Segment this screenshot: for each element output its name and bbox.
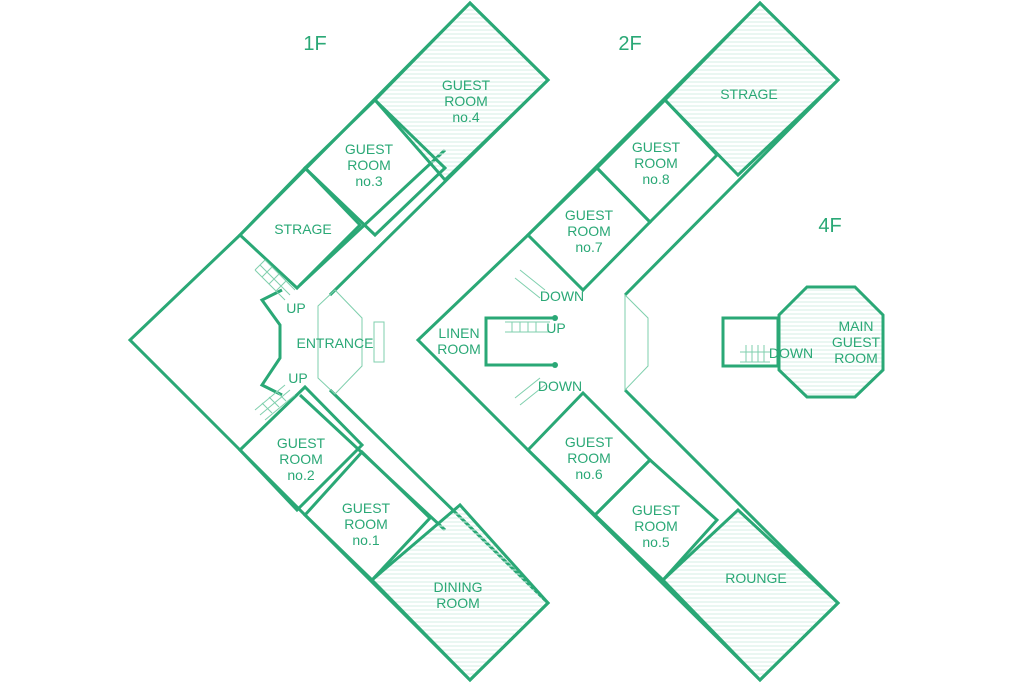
room-main-guest[interactable] (777, 285, 885, 399)
floor-1f: 1F UP UP ENTRANCE GUEST ROOM no.4 (127, 0, 551, 683)
room-guest5[interactable] (592, 457, 720, 583)
svg-text:LINEN: LINEN (438, 325, 479, 341)
svg-text:no.3: no.3 (355, 173, 382, 189)
svg-text:no.8: no.8 (642, 171, 669, 187)
floor-4f: 4F DOWN MAIN GUEST ROOM (721, 215, 885, 399)
svg-text:GUEST: GUEST (342, 500, 391, 516)
svg-text:ROOM: ROOM (634, 155, 678, 171)
svg-text:GUEST: GUEST (442, 77, 491, 93)
svg-text:no.4: no.4 (452, 109, 479, 125)
room-guest4-1f[interactable] (372, 0, 551, 183)
floor-label-1f: 1F (303, 33, 326, 55)
svg-text:GUEST: GUEST (565, 434, 614, 450)
stairs-up-top-1f (254, 259, 296, 301)
svg-text:no.5: no.5 (642, 534, 669, 550)
svg-text:no.1: no.1 (352, 532, 379, 548)
svg-text:MAIN: MAIN (839, 318, 874, 334)
svg-text:GUEST: GUEST (277, 435, 326, 451)
up-label-2f: UP (546, 320, 565, 336)
room-dining-1f[interactable] (369, 502, 551, 683)
svg-text:ROOM: ROOM (347, 157, 391, 173)
svg-text:ROOM: ROOM (834, 350, 878, 366)
room-guest2-1f[interactable] (237, 384, 365, 513)
label-guest6: GUEST ROOM no.6 (565, 434, 614, 482)
svg-text:ROOM: ROOM (436, 595, 480, 611)
down-label-top-2f: DOWN (540, 288, 584, 304)
room-guest7[interactable] (525, 165, 653, 293)
svg-text:GUEST: GUEST (832, 334, 881, 350)
entrance-hall (317, 289, 363, 395)
svg-text:no.6: no.6 (575, 466, 602, 482)
room-guest1-1f[interactable] (302, 449, 433, 583)
label-entrance: ENTRANCE (296, 335, 373, 351)
label-linen: LINEN ROOM (437, 325, 481, 357)
stairs-4f (740, 345, 770, 363)
svg-text:DINING: DINING (434, 579, 483, 595)
svg-text:ROOM: ROOM (279, 451, 323, 467)
down-label-4f: DOWN (769, 345, 813, 361)
svg-text:ROOM: ROOM (437, 341, 481, 357)
wall-outer-2f (415, 233, 841, 683)
svg-text:ROOM: ROOM (344, 516, 388, 532)
svg-text:ROOM: ROOM (444, 93, 488, 109)
entrance-porch (373, 321, 385, 363)
label-guest8: GUEST ROOM no.8 (632, 139, 681, 187)
room-guest3-1f[interactable] (302, 97, 448, 238)
floor-2f: 2F DOWN UP DOWN STRAGE GUEST ROOM no.8 G… (415, 0, 841, 683)
label-main-guest: MAIN GUEST ROOM (832, 318, 881, 366)
floor-label-4f: 4F (818, 215, 841, 237)
label-guest1: GUEST ROOM no.1 (342, 500, 391, 548)
stair-hall-2f (624, 293, 649, 392)
floor-label-2f: 2F (618, 33, 641, 55)
svg-text:no.2: no.2 (287, 467, 314, 483)
label-guest7: GUEST ROOM no.7 (565, 207, 614, 255)
svg-text:ROOM: ROOM (567, 450, 611, 466)
label-rounge: ROUNGE (725, 570, 786, 586)
down-label-bottom-2f: DOWN (538, 378, 582, 394)
label-guest3: GUEST ROOM no.3 (345, 141, 394, 189)
svg-text:GUEST: GUEST (345, 141, 394, 157)
svg-text:GUEST: GUEST (632, 139, 681, 155)
label-strage-1f: STRAGE (274, 221, 332, 237)
stairs-2f (505, 269, 550, 406)
wall-post (552, 315, 558, 321)
svg-text:ROOM: ROOM (634, 518, 678, 534)
stairs-up-bottom-1f (254, 384, 296, 421)
label-guest5: GUEST ROOM no.5 (632, 502, 681, 550)
wall-post (552, 362, 558, 368)
up-label-top-1f: UP (286, 300, 305, 316)
svg-text:GUEST: GUEST (632, 502, 681, 518)
svg-text:GUEST: GUEST (565, 207, 614, 223)
linen-room-wall (484, 316, 555, 367)
svg-text:ROOM: ROOM (567, 223, 611, 239)
up-label-bottom-1f: UP (288, 370, 307, 386)
room-rounge[interactable] (660, 507, 841, 683)
label-dining: DINING ROOM (434, 579, 483, 611)
svg-text:no.7: no.7 (575, 239, 602, 255)
stair-hall-wall (259, 288, 283, 397)
label-strage-2f: STRAGE (720, 86, 778, 102)
label-guest4: GUEST ROOM no.4 (442, 77, 491, 125)
room-strage-1f[interactable] (237, 165, 363, 291)
label-guest2: GUEST ROOM no.2 (277, 435, 326, 483)
